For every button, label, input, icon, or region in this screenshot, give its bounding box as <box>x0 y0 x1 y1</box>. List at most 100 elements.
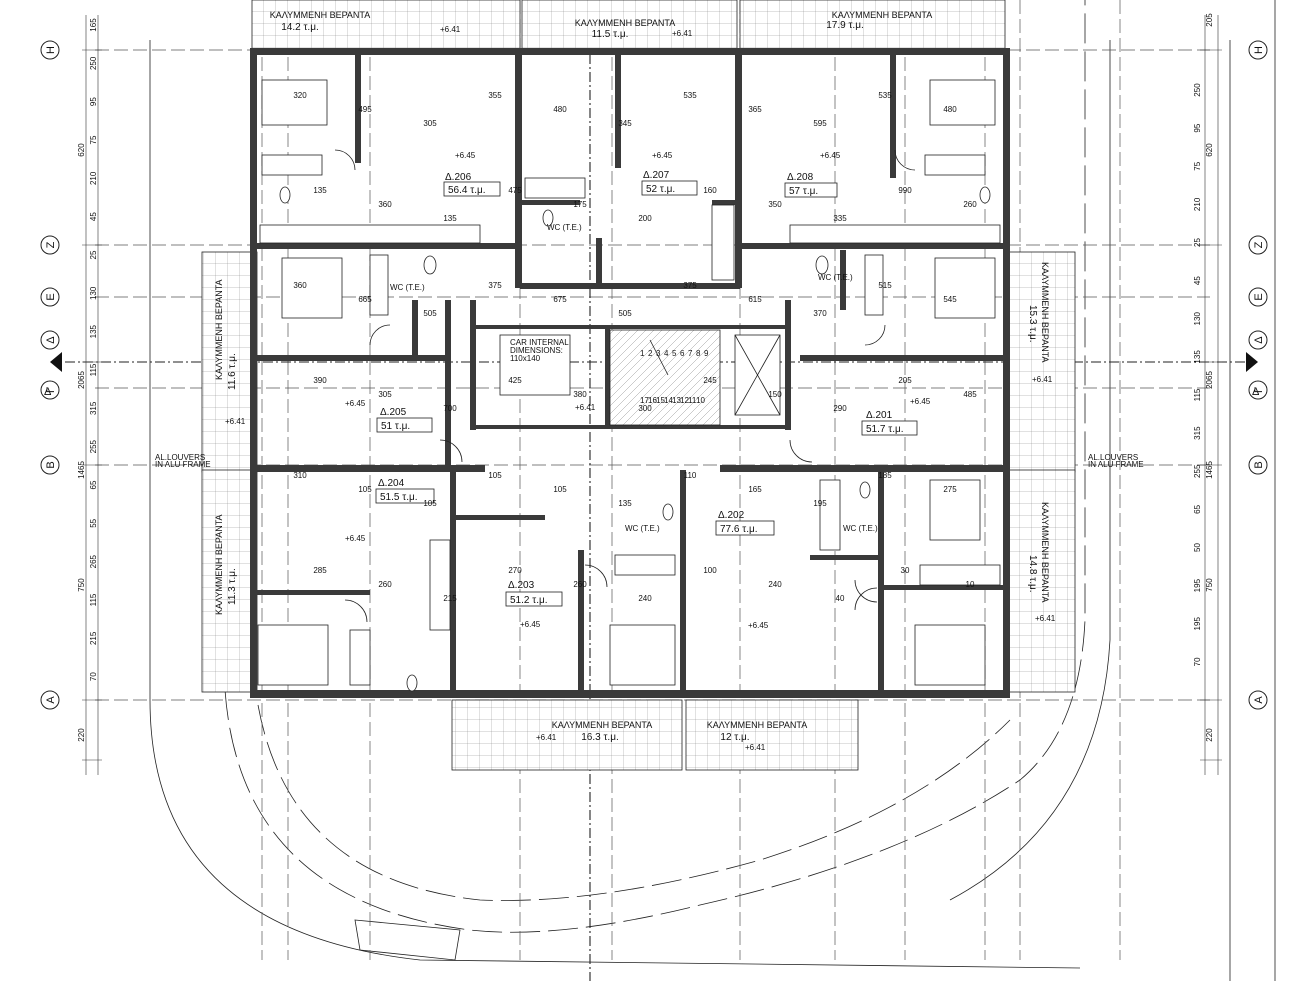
veranda-area: 17.9 τ.μ. <box>826 20 864 31</box>
elevation-mark: +6.45 <box>652 151 673 160</box>
axis-label: Ε <box>1253 293 1265 300</box>
axis-marker: Δ <box>1248 330 1268 350</box>
room-dimension: 105 <box>358 485 372 494</box>
room-dimension: 260 <box>378 580 392 589</box>
room-dimension: 285 <box>313 566 327 575</box>
dimension-value: 70 <box>89 672 98 681</box>
wc-label: WC (T.E.) <box>818 273 853 282</box>
axis-marker: Ε <box>40 287 60 307</box>
axis-marker: Η <box>1248 40 1268 60</box>
dimension-value: 750 <box>1205 578 1214 592</box>
room-dimension: 700 <box>443 404 457 413</box>
room-dimension: 505 <box>618 309 632 318</box>
elevation-mark: +6.41 <box>225 417 246 426</box>
axis-label: Α <box>45 696 57 704</box>
section-marker-left: Δ <box>44 386 52 398</box>
axis-marker: Β <box>1248 455 1268 475</box>
elevation-mark: +6.41 <box>1032 375 1053 384</box>
dimension-value: 115 <box>1193 388 1202 401</box>
louver-note: AL.LOUVERS <box>1088 453 1138 462</box>
dimension-value: 25 <box>89 250 98 259</box>
axis-label: Β <box>45 461 57 468</box>
axis-label: Α <box>1253 696 1265 704</box>
stair-step-number: 12 <box>680 396 689 405</box>
dimension-value: 2065 <box>1205 371 1214 389</box>
room-dimension: 380 <box>573 390 587 399</box>
dimension-value: 265 <box>89 554 98 568</box>
apartment-area: 56.4 τ.μ. <box>448 185 486 196</box>
apartment-area: 51 τ.μ. <box>381 421 410 432</box>
veranda-name: ΚΑΛΥΜΜΕΝΗ ΒΕΡΑΝΤΑ <box>214 279 224 380</box>
wc-label: WC (T.E.) <box>625 524 660 533</box>
veranda-area: 14.8 τ.μ. <box>1027 555 1038 593</box>
dimension-value: 165 <box>89 18 98 32</box>
elevation-mark: +6.45 <box>820 151 841 160</box>
dimension-value: 115 <box>89 363 98 376</box>
room-dimension: 425 <box>508 376 522 385</box>
room-dimension: 390 <box>313 376 327 385</box>
dimension-value: 1465 <box>1205 461 1214 479</box>
walls <box>250 48 1010 698</box>
room-dimension: 990 <box>898 186 912 195</box>
room-dimension: 345 <box>618 119 632 128</box>
room-dimension: 135 <box>618 499 632 508</box>
dimension-value: 135 <box>89 324 98 338</box>
stair-step-number: 1 <box>640 349 645 358</box>
dimension-value: 45 <box>89 212 98 221</box>
verandas <box>201 0 1076 771</box>
elevation-mark: +6.41 <box>536 733 557 742</box>
room-dimension: 105 <box>553 485 567 494</box>
axis-marker: Α <box>1248 690 1268 710</box>
car-note: 110x140 <box>510 354 541 363</box>
dimension-value: 50 <box>1193 543 1202 552</box>
room-dimension: 545 <box>943 295 957 304</box>
dimension-value: 2065 <box>77 371 86 389</box>
room-dimension: 165 <box>748 485 762 494</box>
stair-step-number: 5 <box>672 349 677 358</box>
room-dimension: 310 <box>293 471 307 480</box>
stair-core <box>499 329 781 426</box>
dimension-value: 130 <box>89 286 98 300</box>
dimension-value: 220 <box>1205 728 1214 742</box>
apartment-id: Δ.202 <box>718 510 745 521</box>
stair-step-number: 2 <box>648 349 653 358</box>
room-dimension: 105 <box>423 499 437 508</box>
veranda-name: ΚΑΛΥΜΜΕΝΗ ΒΕΡΑΝΤΑ <box>1040 262 1050 363</box>
apartment-id: Δ.204 <box>378 478 405 489</box>
dimension-value: 95 <box>89 97 98 106</box>
apartment-id: Δ.205 <box>380 407 407 418</box>
car-note: DIMENSIONS: <box>510 346 563 355</box>
room-dimension: 270 <box>508 566 522 575</box>
axis-label: Η <box>45 46 57 54</box>
dimension-value: 130 <box>1193 312 1202 326</box>
dimension-lines <box>82 15 1222 775</box>
dimension-value: 195 <box>1193 578 1202 592</box>
apartment-area: 57 τ.μ. <box>789 186 818 197</box>
stair-step-number: 3 <box>656 349 661 358</box>
dimension-value: 25 <box>1193 238 1202 247</box>
dimension-value: 215 <box>89 631 98 645</box>
elevation-mark: +6.41 <box>672 29 693 38</box>
car-note: CAR INTERNAL <box>510 338 569 347</box>
room-dimension: 375 <box>488 281 502 290</box>
axis-marker: Η <box>40 40 60 60</box>
room-dimension: 200 <box>638 214 652 223</box>
veranda-labels: ΚΑΛΥΜΜΕΝΗ ΒΕΡΑΝΤΑ 14.2 τ.μ. ΚΑΛΥΜΜΕΝΗ ΒΕ… <box>214 10 1050 743</box>
room-dimension: 30 <box>901 566 910 575</box>
room-dimension: 215 <box>443 594 457 603</box>
room-dimension: 260 <box>963 200 977 209</box>
room-dimension: 260 <box>573 580 587 589</box>
axis-marker: Δ <box>40 330 60 350</box>
apartment-id: Δ.208 <box>787 172 814 183</box>
stair-step-number: 8 <box>696 349 701 358</box>
room-dimension: 505 <box>423 309 437 318</box>
section-markers: Δ Δ <box>44 352 1260 398</box>
room-dimension: 360 <box>378 200 392 209</box>
dimension-value: 75 <box>1193 161 1202 170</box>
apartment-area: 51.7 τ.μ. <box>866 424 904 435</box>
veranda-name: ΚΑΛΥΜΜΕΝΗ ΒΕΡΑΝΤΑ <box>552 720 653 730</box>
veranda-area: 12 τ.μ. <box>720 732 749 743</box>
axis-label: Η <box>1253 46 1265 54</box>
axis-label: Ζ <box>45 241 57 248</box>
